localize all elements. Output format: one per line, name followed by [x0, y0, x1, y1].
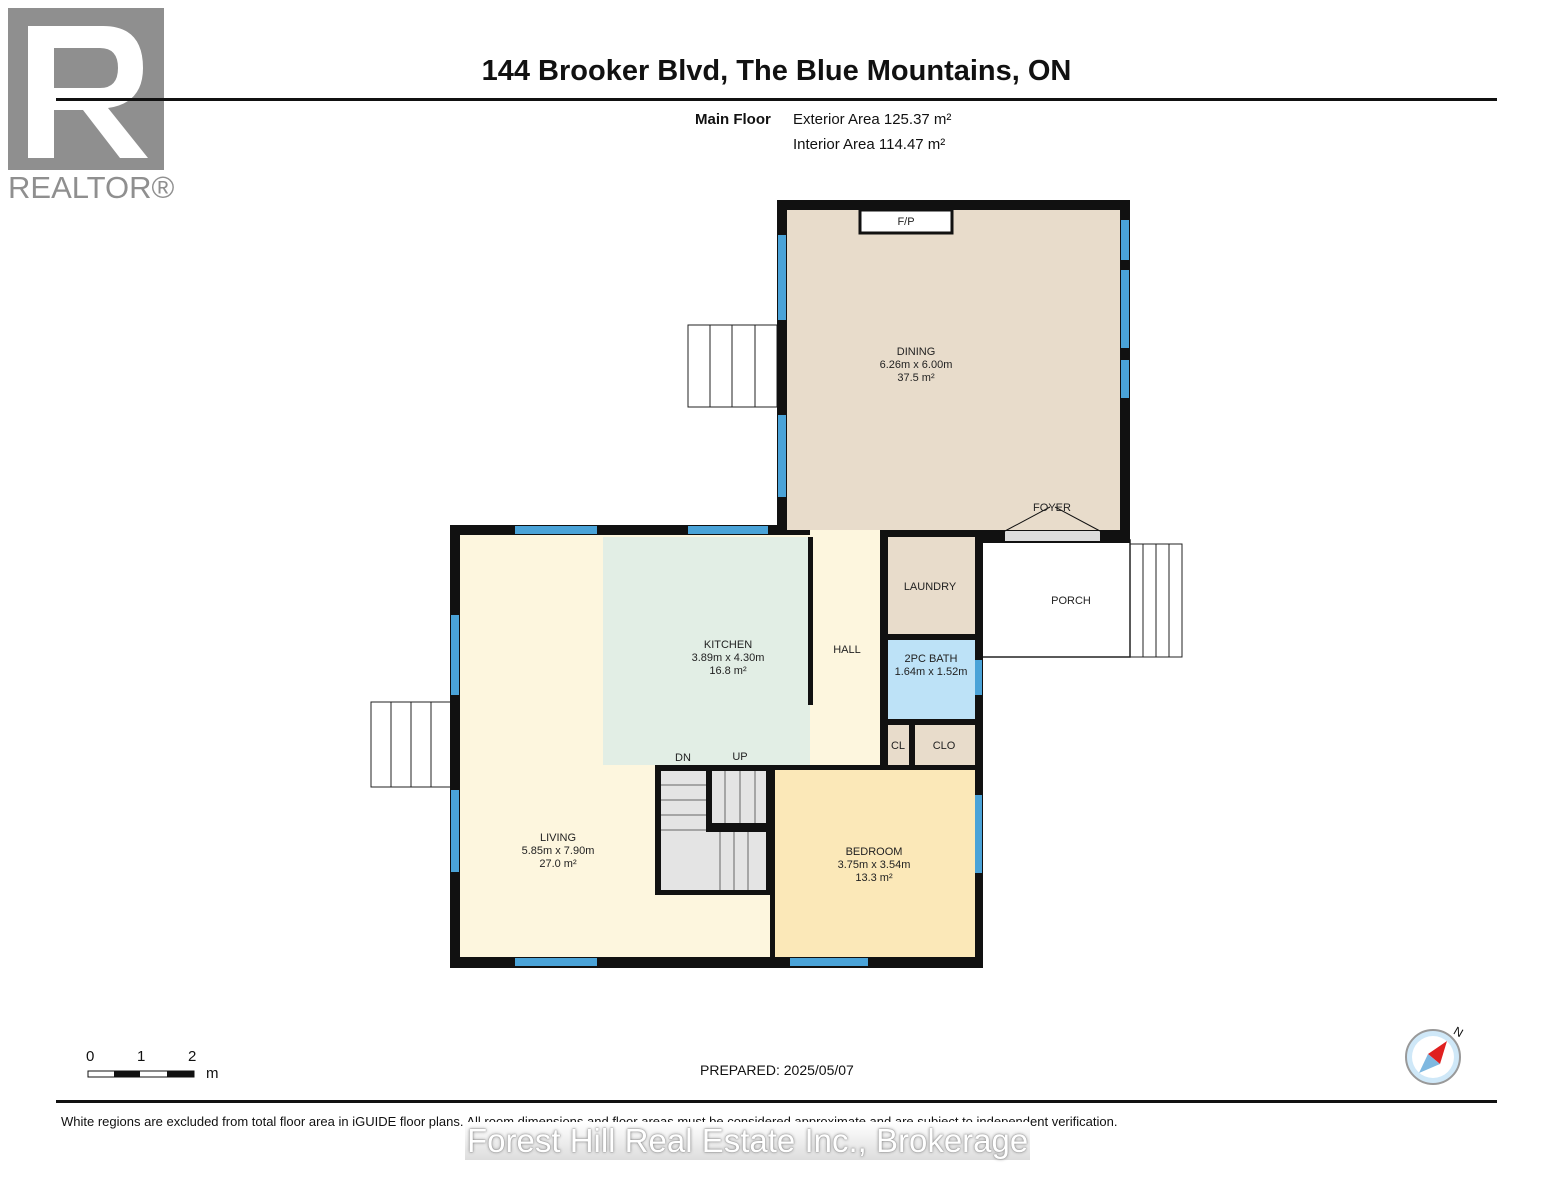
- living-area: 27.0 m²: [539, 858, 577, 870]
- dining-area: 37.5 m²: [897, 372, 935, 384]
- exterior-area: Exterior Area 125.37 m²: [793, 111, 952, 128]
- bedroom: [775, 770, 975, 957]
- bedroom-label: BEDROOM: [846, 846, 903, 858]
- porch-label: PORCH: [1051, 595, 1091, 607]
- staircase: [655, 765, 772, 895]
- brokerage-watermark: Forest Hill Real Estate Inc., Brokerage: [465, 1122, 1031, 1160]
- laundry-bath-wall: [888, 634, 975, 640]
- floor-name: Main Floor: [695, 111, 771, 128]
- closet-divider: [909, 725, 915, 765]
- clo-label: CLO: [933, 740, 956, 752]
- scale-tick-1: 1: [137, 1048, 146, 1065]
- foyer-door: [1005, 531, 1100, 541]
- bedroom-wall-top: [775, 765, 975, 770]
- bathroom: [888, 640, 975, 719]
- exterior-steps-dining: [687, 324, 778, 408]
- bedroom-dims: 3.75m x 3.54m: [838, 859, 911, 871]
- closet-clo: [915, 725, 975, 765]
- realtor-logo: REALTOR®: [8, 8, 180, 208]
- exterior-steps-living: [370, 701, 453, 788]
- stairs-up-label: UP: [732, 751, 747, 763]
- hall: [810, 530, 880, 765]
- scale-tick-2: 2: [188, 1048, 197, 1065]
- kitchen-wall: [808, 537, 813, 705]
- dining-dims: 6.26m x 6.00m: [880, 359, 953, 371]
- exterior-steps-porch: [1129, 543, 1183, 658]
- compass-icon: [1405, 1029, 1461, 1085]
- foyer-label: FOYER: [1033, 502, 1071, 514]
- bedroom-area: 13.3 m²: [855, 872, 893, 884]
- fireplace: [858, 208, 954, 235]
- porch: [981, 539, 1131, 658]
- laundry-label: LAUNDRY: [904, 581, 957, 593]
- kitchen: [603, 537, 810, 765]
- interior-area: Interior Area 114.47 m²: [793, 136, 946, 153]
- page-title: 144 Brooker Blvd, The Blue Mountains, ON: [481, 55, 1072, 87]
- dining-label: DINING: [897, 346, 936, 358]
- stairs-down-label: DN: [675, 752, 691, 764]
- bath-closet-wall: [888, 719, 975, 725]
- dining-room: [787, 210, 1120, 530]
- bath-dims: 1.64m x 1.52m: [895, 666, 968, 678]
- footer-divider: [56, 1100, 1497, 1103]
- hall-label: HALL: [833, 644, 861, 656]
- foyer-door-swing: [1004, 506, 1101, 532]
- kitchen-label: KITCHEN: [704, 639, 752, 651]
- windows: [451, 220, 1129, 966]
- prepared-date: PREPARED: 2025/05/07: [700, 1062, 854, 1078]
- realtor-logo-mark: [8, 8, 164, 170]
- realtor-logo-text: REALTOR®: [8, 170, 175, 205]
- kitchen-dims: 3.89m x 4.30m: [692, 652, 765, 664]
- scale-unit: m: [206, 1065, 219, 1082]
- living-dims: 5.85m x 7.90m: [522, 845, 595, 857]
- cl-label: CL: [891, 740, 905, 752]
- scale-bar: [87, 1070, 195, 1078]
- hall-wall: [880, 537, 888, 765]
- laundry: [888, 537, 975, 634]
- living-label: LIVING: [540, 832, 576, 844]
- header-divider: [56, 98, 1497, 101]
- fireplace-label: F/P: [897, 216, 914, 228]
- bath-label: 2PC BATH: [905, 653, 958, 665]
- bedroom-wall-left: [770, 765, 775, 958]
- scale-tick-0: 0: [86, 1048, 95, 1065]
- closet-cl: [888, 725, 909, 765]
- kitchen-area: 16.8 m²: [709, 665, 747, 677]
